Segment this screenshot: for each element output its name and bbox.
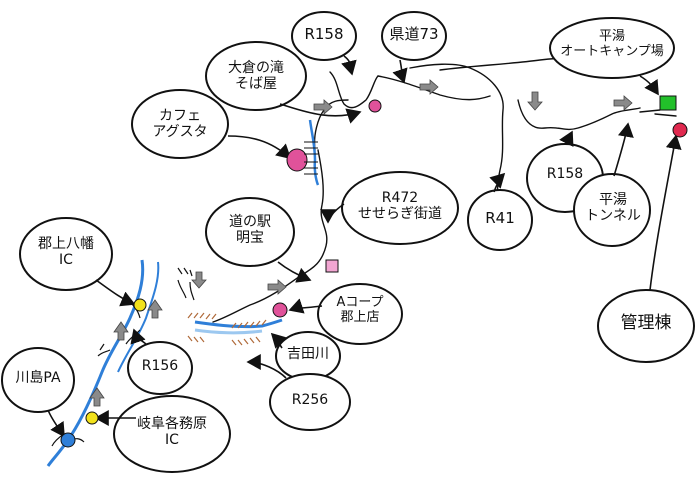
arrow-icon	[527, 91, 543, 111]
arrow-icon	[267, 279, 287, 295]
label-a-coop: Aコープ 郡上店	[336, 295, 384, 325]
arrow-icon	[147, 299, 163, 319]
label-r156: R156	[141, 358, 179, 374]
callout-arrows	[47, 55, 682, 438]
label-gifu-kakamigahara-ic: 岐阜各務原 IC	[137, 416, 207, 449]
blue-marker	[60, 432, 76, 448]
label-okura-soba: 大倉の滝 そば屋	[228, 60, 284, 93]
route-tunnel	[639, 109, 677, 117]
bridge-hatch	[304, 141, 318, 175]
label-kanri: 管理棟	[620, 313, 672, 333]
label-cafe: カフェ アグスタ	[152, 108, 208, 141]
label-r41: R41	[485, 209, 515, 227]
label-hirayu-camp: 平湯 オートキャンプ場	[560, 29, 664, 59]
arrow-icon	[419, 79, 439, 95]
pink-marker	[325, 259, 339, 273]
arrow-icon	[113, 321, 129, 341]
pink-marker	[286, 148, 308, 172]
label-gujo-hachiman-ic: 郡上八幡 IC	[38, 236, 94, 269]
label-kendo73: 県道73	[389, 25, 439, 43]
label-hirayu-tunnel: 平湯 トンネル	[585, 192, 641, 225]
label-kawashima-pa: 川島PA	[15, 370, 61, 386]
pink-marker	[272, 302, 288, 318]
pink-marker	[368, 99, 382, 113]
green-marker	[659, 95, 677, 111]
yellow-marker	[85, 411, 99, 425]
yellow-marker	[133, 298, 147, 312]
label-r472: R472 せせらぎ街道	[358, 190, 442, 223]
river-banks	[187, 312, 267, 346]
arrow-icon	[89, 387, 105, 407]
route-r158-mid	[517, 99, 641, 131]
red-marker	[672, 122, 688, 138]
route-main-north	[212, 149, 328, 323]
location-markers	[60, 95, 688, 448]
label-r158-mid: R158	[546, 166, 584, 182]
bubbles	[1, 11, 695, 473]
route-r472	[329, 71, 379, 109]
arrow-icon	[613, 95, 633, 111]
label-r158-top: R158	[304, 25, 344, 43]
label-michinoeki: 道の駅 明宝	[229, 214, 271, 247]
arrow-icon	[313, 99, 333, 115]
label-r256: R256	[291, 392, 329, 408]
arrow-icon	[191, 271, 207, 289]
direction-arrows	[89, 79, 633, 407]
label-yoshidagawa: 吉田川	[287, 346, 329, 362]
